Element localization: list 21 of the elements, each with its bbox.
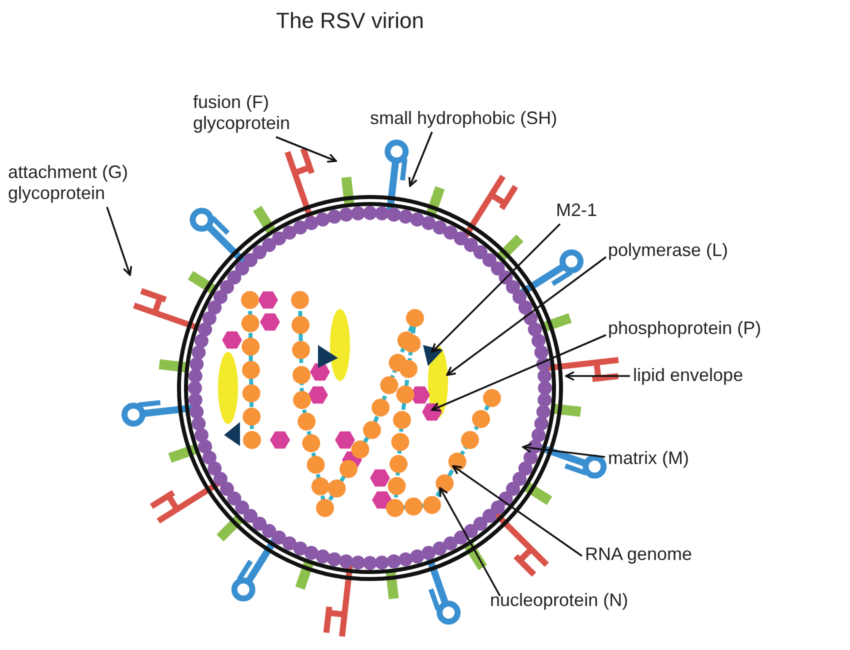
leader-arrow bbox=[439, 487, 501, 596]
callout-label: nucleoprotein (N) bbox=[490, 590, 670, 611]
callout-label: fusion (F) glycoprotein bbox=[193, 92, 353, 134]
callout-label: small hydrophobic (SH) bbox=[370, 108, 600, 129]
callout-label: RNA genome bbox=[585, 544, 715, 565]
leader-arrow bbox=[446, 256, 607, 376]
diagram-title: The RSV virion bbox=[275, 8, 425, 34]
leader-arrow bbox=[431, 334, 606, 412]
leader-arrow bbox=[408, 132, 433, 187]
callout-label: lipid envelope bbox=[633, 365, 773, 386]
callout-label: matrix (M) bbox=[608, 448, 718, 469]
callout-label: M2-1 bbox=[556, 200, 616, 221]
leader-arrow bbox=[452, 465, 583, 557]
leader-arrow bbox=[106, 206, 132, 276]
callout-label: phosphoprotein (P) bbox=[608, 318, 788, 339]
leader-arrow bbox=[276, 136, 337, 163]
leader-arrow bbox=[522, 443, 606, 458]
leader-arrow bbox=[565, 371, 630, 381]
leader-arrow bbox=[431, 223, 561, 353]
callout-label: polymerase (L) bbox=[608, 240, 758, 261]
callout-label: attachment (G) glycoprotein bbox=[8, 162, 198, 204]
